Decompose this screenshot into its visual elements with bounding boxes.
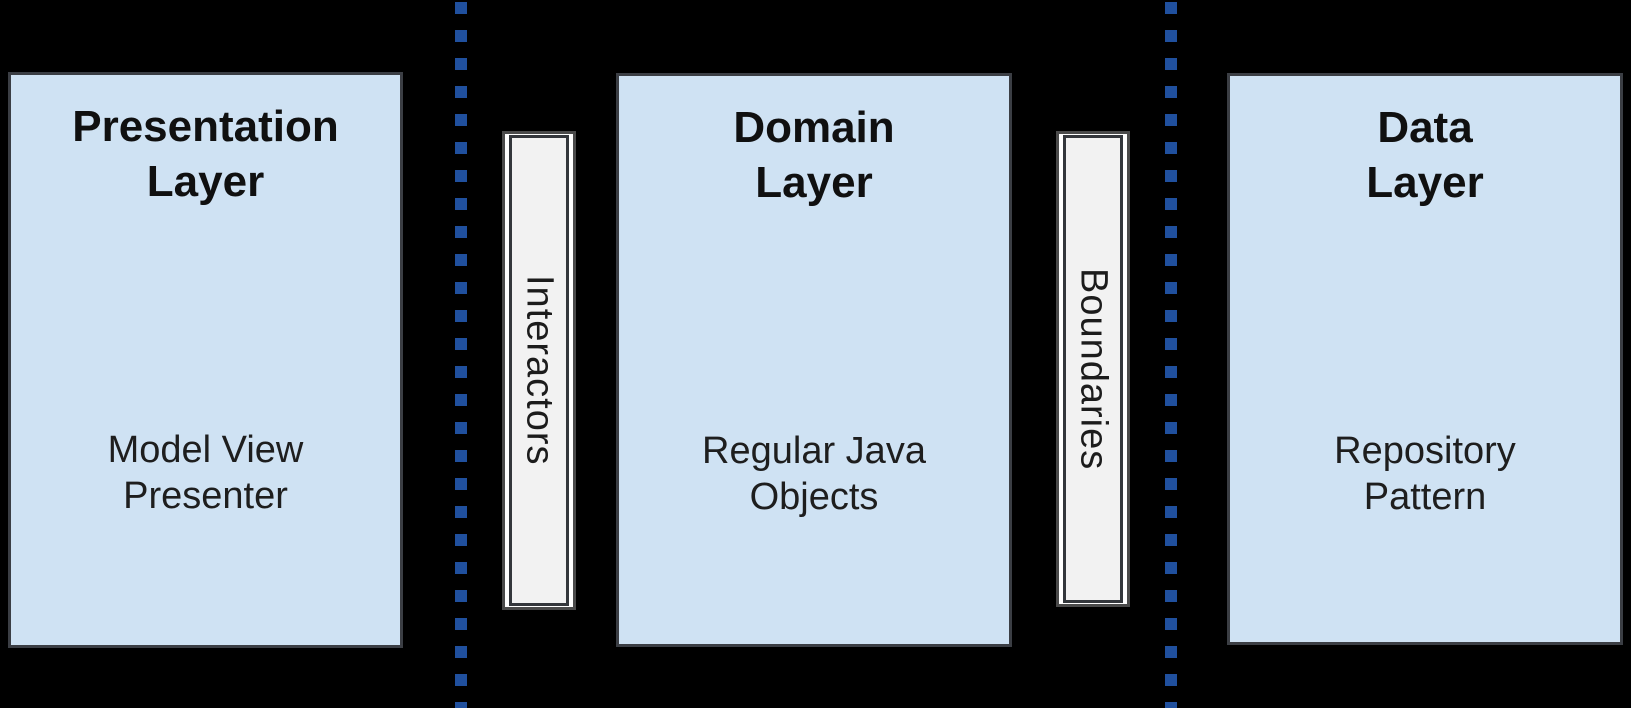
data-layer-subtitle: Repository Pattern	[1334, 430, 1516, 518]
boundaries-label: Boundaries	[1072, 267, 1115, 471]
domain-layer-subtitle: Regular Java Objects	[702, 430, 926, 518]
boundaries-connector-bar-face: Boundaries	[1063, 135, 1123, 603]
presentation-layer-box: Presentation Layer Model View Presenter	[8, 72, 403, 648]
presentation-layer-subtitle: Model View Presenter	[107, 429, 304, 517]
presentation-layer-title: Presentation Layer	[72, 102, 339, 206]
interactors-connector-bar-face: Interactors	[509, 135, 569, 606]
data-layer-title: Data Layer	[1366, 103, 1484, 207]
dotted-divider-right	[1165, 2, 1177, 708]
interactors-connector-bar: Interactors	[502, 131, 576, 610]
dotted-divider-left	[455, 2, 467, 708]
data-layer-box: Data Layer Repository Pattern	[1227, 73, 1623, 645]
domain-layer-title: Domain Layer	[733, 103, 895, 207]
boundaries-connector-bar: Boundaries	[1056, 131, 1130, 607]
interactors-label: Interactors	[518, 275, 561, 466]
domain-layer-box: Domain Layer Regular Java Objects	[616, 73, 1012, 647]
